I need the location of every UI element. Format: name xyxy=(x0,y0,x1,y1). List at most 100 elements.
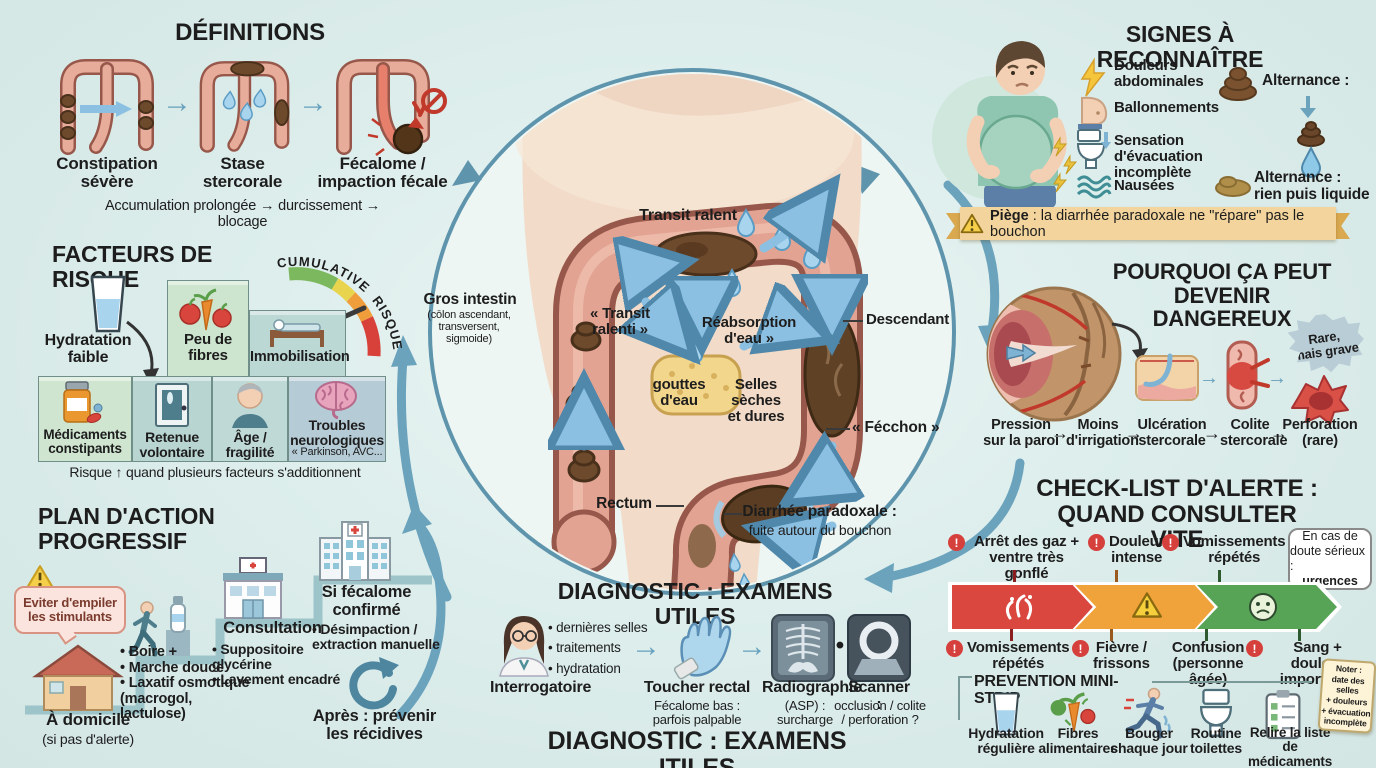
leader-fecalome xyxy=(826,428,850,430)
label-diarrhee-sub: fuite autour du bouchon xyxy=(748,522,892,538)
water-glass-icon xyxy=(90,275,126,333)
fruits-icon xyxy=(179,288,232,331)
loose-stool-icon xyxy=(1215,176,1251,197)
house-icon xyxy=(32,644,124,711)
alert-strip-red xyxy=(952,585,1094,629)
strip-warning-icon xyxy=(1132,592,1162,618)
diag-toucher-label: Toucher rectal xyxy=(643,679,751,696)
alert-top-label-3: Vomissements répétés xyxy=(1183,533,1286,567)
risk-box-neuro-sub: « Parkinson, AVC... xyxy=(291,446,383,458)
abdomen-illustration xyxy=(514,74,950,590)
bed-icon xyxy=(270,319,324,347)
ulceration-illustration xyxy=(1135,353,1199,401)
danger-chain-arrow-1: → xyxy=(1051,423,1069,443)
alert-tick-6 xyxy=(1205,629,1208,641)
label-transit-top: Transit ralent xyxy=(639,207,737,224)
risk-box-immobilisation xyxy=(249,310,346,377)
danger-cross-section-illustration xyxy=(986,286,1122,422)
alert-icon: ! xyxy=(948,534,965,551)
alert-top-label-2: Douleur intense xyxy=(1109,533,1165,567)
label-diarrhee: Diarrhée paradoxale : xyxy=(742,503,897,520)
alert-bottom-item-4: ! Sang + douleur importante xyxy=(1246,639,1368,688)
prevention-toilet-icon xyxy=(1199,688,1233,737)
risk-box-immobilisation-label: Immobilisation xyxy=(250,349,350,365)
colon-icon-stase xyxy=(199,61,290,153)
risk-box-fibres-label: Peu de fibres xyxy=(184,331,232,365)
walking-person-icon xyxy=(128,601,158,657)
alert-icon: ! xyxy=(946,640,963,657)
colon-icon-constipation xyxy=(60,59,154,155)
plan-home-label: À domicile xyxy=(46,710,130,729)
definitions-title: DÉFINITIONS xyxy=(175,19,325,46)
diag-radio-label: Radiographie xyxy=(762,679,862,696)
alert-tick-1 xyxy=(1013,570,1016,586)
risk-hydration-label: Hydratation faible xyxy=(44,332,132,367)
prevention-runner-icon xyxy=(1124,687,1171,739)
diag-arrow-1: → xyxy=(631,630,661,663)
alert-bottom-item-1: ! Vomissements répétés xyxy=(946,639,1072,672)
diag-interro-label: Interrogatoire xyxy=(490,679,592,696)
label-selles: Selles sèches et dures xyxy=(727,376,785,426)
danger-chain-4: Colite stercorale xyxy=(1220,417,1288,449)
alert-bottom-label-2: Fièvre / frissons xyxy=(1093,639,1150,673)
elderly-person-icon xyxy=(232,383,268,428)
prevention-glass-icon xyxy=(992,692,1020,736)
liquid-drop-icon xyxy=(1300,145,1322,178)
alert-icon: ! xyxy=(1162,534,1179,551)
alert-bubble: En cas de doute sérieux : urgences xyxy=(1288,528,1372,590)
rare-badge: Rare, mais grave xyxy=(1287,314,1364,373)
risk-box-age-label: Âge / fragilité xyxy=(225,429,275,460)
plan-stairs xyxy=(25,575,432,715)
rare-badge-text: Rare, mais grave xyxy=(1292,328,1360,364)
diag-dot: • xyxy=(835,632,845,659)
flow-arrows xyxy=(584,196,832,535)
label-rectum: Rectum xyxy=(596,495,652,512)
signs-alternance-1: Alternance : xyxy=(1262,72,1350,89)
risk-box-medicaments-label: Médicaments constipants xyxy=(43,427,127,457)
definitions-arrow-1: → xyxy=(162,86,192,119)
signs-item-nausees: Nausées xyxy=(1114,177,1175,194)
alternance-down-arrow xyxy=(1306,96,1310,109)
alert-bottom-item-2: ! Fièvre / frissons xyxy=(1072,639,1160,673)
diag-radio-sub: (ASP) : surcharge xyxy=(776,698,833,727)
definitions-caption: Accumulation prolongée → durcissement → … xyxy=(104,198,381,230)
signs-title: SIGNES À RECONNAÎTRE xyxy=(1096,21,1264,72)
worried-face-icon xyxy=(1249,593,1277,621)
alert-top-label-1: Arrêt des gaz + ventre très gonflé xyxy=(974,533,1079,583)
swoosh-se-arrow xyxy=(864,458,1025,593)
signs-item-evacuation: Sensation d'évacuation incomplète xyxy=(1114,132,1203,182)
piege-banner: Piège : la diarrhée paradoxale ne "répar… xyxy=(960,207,1336,240)
diagnostic-title: DIAGNOSTIC : EXAMENS UTILES xyxy=(557,578,833,629)
diag-toucher-sub: Fécalome bas : parfois palpable xyxy=(652,698,742,727)
alert-tick-4 xyxy=(1010,629,1013,641)
plan-hospital-bullets: • Désimpaction / extraction manuelle xyxy=(312,621,440,652)
nausea-waves-icon xyxy=(1076,175,1112,199)
definition-label-fecalome: Fécalome / impaction fécale xyxy=(317,154,448,192)
danger-chain-arrow-3: → xyxy=(1203,423,1221,443)
danger-pic-arrow-2: → xyxy=(1267,367,1287,389)
prevention-label-1: Hydratation régulière xyxy=(968,725,1044,756)
abdomen-circle xyxy=(434,74,950,590)
prevention-fibres-icon xyxy=(1050,692,1096,733)
signs-alternance-2: Alternance : rien puis liquide xyxy=(1254,169,1370,203)
toilet-arrow-icon xyxy=(1076,129,1111,169)
piege-warning-icon xyxy=(960,213,984,234)
label-gros-intestin: Gros intestin xyxy=(423,291,517,308)
danger-curve-arrow xyxy=(1111,322,1148,362)
xray-icon xyxy=(771,614,835,682)
refresh-cycle-icon xyxy=(349,657,399,710)
colite-illustration xyxy=(1226,340,1270,410)
alert-bottom-label-3: Confusion (personne âgée) xyxy=(1171,639,1245,689)
small-stool-icon xyxy=(1297,121,1325,147)
note-card-text: Noter : date des selles + douleurs + éva… xyxy=(1320,663,1371,729)
alert-top-item-1: ! Arrêt des gaz + ventre très gonflé xyxy=(948,533,1084,583)
plan-home-sub: (si pas d'alerte) xyxy=(42,731,134,747)
piege-bold: Piège xyxy=(990,207,1029,224)
brain-icon xyxy=(315,381,357,420)
colon-icon-fecalome xyxy=(336,59,447,156)
danger-title: POURQUOI ÇA PEUT DEVENIR DANGEREUX xyxy=(1112,259,1332,332)
risk-box-retenue-label: Retenue volontaire xyxy=(139,429,205,460)
gas-blocked-icon xyxy=(1005,594,1033,620)
belly-icon xyxy=(1078,96,1108,129)
